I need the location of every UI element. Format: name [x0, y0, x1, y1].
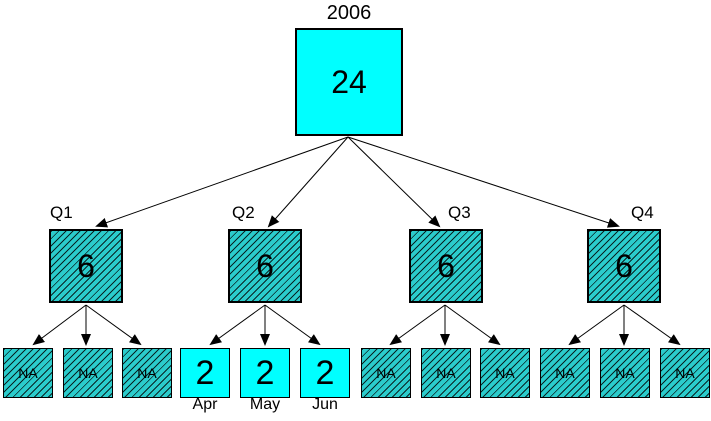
quarter-value: 6 [437, 247, 455, 284]
leaf-value: NA [675, 365, 695, 381]
quarter-label-q4: Q4 [631, 203, 654, 222]
quarter-node-q4: 6 [587, 229, 661, 303]
quarter-to-leaf-arrows [32, 304, 681, 346]
root-node: 24 [295, 28, 403, 136]
leaf-value: NA [555, 365, 575, 381]
leaf-node-3: NA [122, 348, 172, 398]
quarter-label-q3: Q3 [448, 203, 471, 222]
leaf-node-1: NA [3, 348, 53, 398]
quarter-node-q3: 6 [409, 229, 483, 303]
root-to-quarter-arrows [95, 136, 620, 228]
root-value: 24 [331, 63, 367, 100]
quarter-value: 6 [615, 247, 633, 284]
leaf-node-11: NA [600, 348, 650, 398]
arrow-q2-leaf3 [264, 304, 321, 346]
leaf-node-7: NA [361, 348, 411, 398]
arrow-root-q2 [267, 136, 349, 228]
quarter-label-q1: Q1 [50, 203, 73, 222]
arrow-q3-leaf1 [389, 304, 446, 346]
year-label: 2006 [326, 2, 372, 24]
month-label-apr: Apr [192, 396, 218, 413]
month-label-jun: Jun [312, 396, 338, 413]
arrow-q2-leaf1 [209, 304, 266, 346]
arrow-q4-leaf3 [623, 304, 681, 346]
leaf-value: NA [18, 365, 38, 381]
leaf-value: 2 [315, 353, 335, 392]
leaf-node-12: NA [660, 348, 710, 398]
leaf-node-9: NA [480, 348, 530, 398]
leaf-value: NA [436, 365, 456, 381]
leaf-value: NA [376, 365, 396, 381]
leaf-value: NA [137, 365, 157, 381]
leaf-value: 2 [255, 353, 275, 392]
leaf-value: NA [615, 365, 635, 381]
arrow-q1-leaf3 [85, 304, 142, 346]
quarter-label-q2: Q2 [232, 203, 255, 222]
arrow-root-q4 [347, 136, 620, 228]
quarter-node-q2: 6 [228, 229, 302, 303]
arrow-q4-leaf1 [568, 304, 625, 346]
leaf-node-10: NA [540, 348, 590, 398]
leaf-node-may: 2 [240, 348, 290, 398]
leaf-value: 2 [195, 353, 215, 392]
leaf-node-8: NA [421, 348, 471, 398]
leaf-node-jun: 2 [300, 348, 350, 398]
quarter-value: 6 [77, 247, 95, 284]
leaf-value: NA [495, 365, 515, 381]
arrow-root-q1 [95, 136, 349, 228]
leaf-node-apr: 2 [180, 348, 230, 398]
leaf-node-2: NA [63, 348, 113, 398]
arrow-q3-leaf3 [444, 304, 501, 346]
arrow-q1-leaf1 [32, 304, 87, 346]
leaf-value: NA [78, 365, 98, 381]
arrow-root-q3 [347, 136, 441, 228]
quarter-node-q1: 6 [49, 229, 123, 303]
month-label-may: May [249, 396, 281, 413]
quarter-value: 6 [256, 247, 274, 284]
